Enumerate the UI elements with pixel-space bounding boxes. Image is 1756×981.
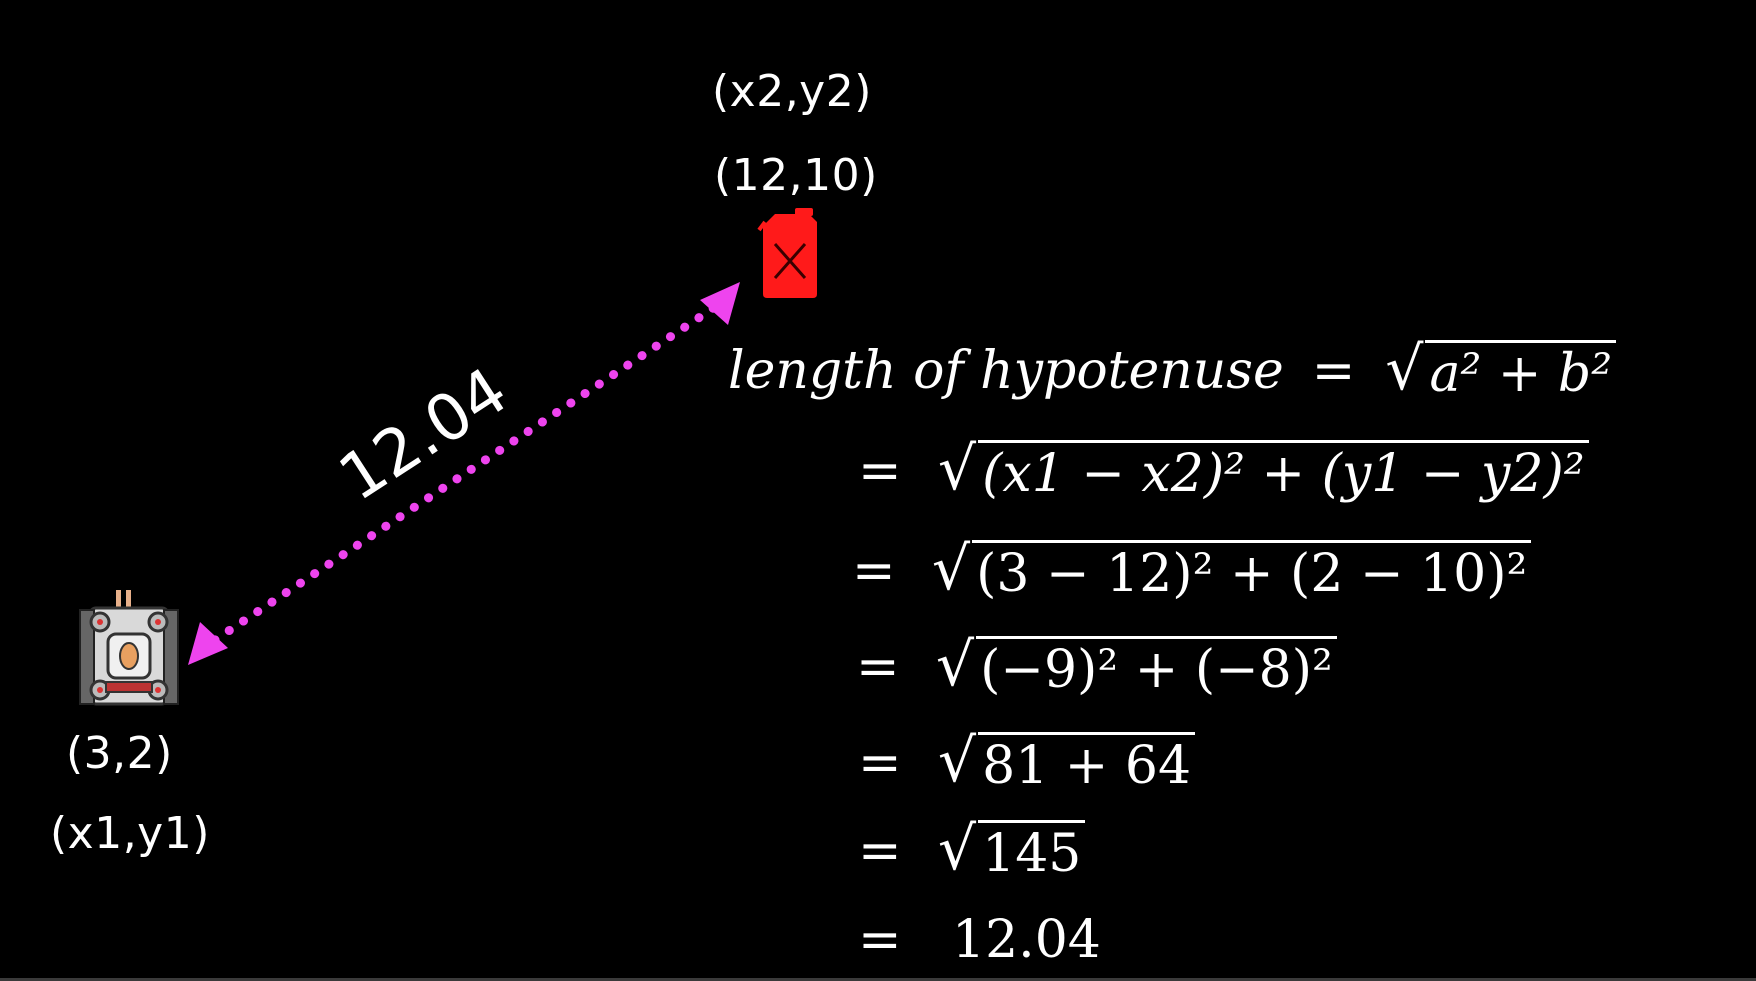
radicand: 81 + 64 xyxy=(978,732,1196,794)
sqrt-icon: √ xyxy=(932,534,971,604)
equals-sign: = xyxy=(858,732,902,793)
sqrt-expression: √ (3 − 12)² + (2 − 10)² xyxy=(932,534,1532,604)
arrowhead-start xyxy=(188,622,228,665)
equation-line-7: = 12.04 xyxy=(858,910,1101,970)
equation-line-2: = √ (x1 − x2)² + (y1 − y2)² xyxy=(858,434,1589,504)
equation-line-4: = √ (−9)² + (−8)² xyxy=(856,630,1337,700)
sqrt-expression: √ (x1 − x2)² + (y1 − y2)² xyxy=(938,434,1589,504)
sqrt-expression: √ (−9)² + (−8)² xyxy=(936,630,1337,700)
radicand: (3 − 12)² + (2 − 10)² xyxy=(972,540,1532,602)
point2-variable-label: (x2,y2) xyxy=(712,66,872,117)
bottom-border xyxy=(0,978,1756,981)
point1-variable-label: (x1,y1) xyxy=(50,808,210,859)
radicand: (x1 − x2)² + (y1 − y2)² xyxy=(978,440,1589,502)
equals-sign: = xyxy=(852,540,896,601)
sqrt-expression: √ 145 xyxy=(938,814,1086,884)
sqrt-expression: √ 81 + 64 xyxy=(938,726,1196,796)
equation-line-3: = √ (3 − 12)² + (2 − 10)² xyxy=(852,534,1532,604)
sqrt-icon: √ xyxy=(938,434,977,504)
equation-line-1: length of hypotenuse = √ a² + b² xyxy=(728,334,1617,404)
fuel-can-icon xyxy=(757,208,817,298)
equation-line-5: = √ 81 + 64 xyxy=(858,726,1196,796)
equals-sign: = xyxy=(858,820,902,881)
equals-sign: = xyxy=(858,910,902,970)
sqrt-expression: √ a² + b² xyxy=(1385,334,1617,404)
radicand: 145 xyxy=(978,820,1086,882)
final-result: 12.04 xyxy=(952,910,1101,970)
equals-sign: = xyxy=(858,440,902,501)
radicand: a² + b² xyxy=(1425,340,1617,402)
point1-coordinate-label: (3,2) xyxy=(66,728,173,779)
arrowhead-end xyxy=(700,282,740,325)
point2-coordinate-label: (12,10) xyxy=(714,150,878,201)
equals-sign: = xyxy=(1311,340,1356,401)
hypotenuse-text: length of hypotenuse xyxy=(728,340,1284,401)
radicand: (−9)² + (−8)² xyxy=(976,636,1337,698)
sqrt-icon: √ xyxy=(938,814,977,884)
equation-line-6: = √ 145 xyxy=(858,814,1086,884)
sqrt-icon: √ xyxy=(936,630,975,700)
sqrt-icon: √ xyxy=(1385,334,1424,404)
equals-sign: = xyxy=(856,636,900,697)
sqrt-icon: √ xyxy=(938,726,977,796)
tank-icon xyxy=(79,590,179,706)
